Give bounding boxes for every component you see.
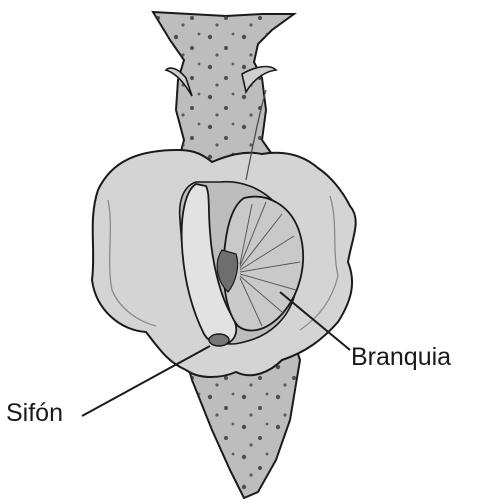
siphon-label: Sifón xyxy=(6,401,63,426)
siphon-opening xyxy=(209,334,229,346)
gill-label: Branquia xyxy=(351,345,451,370)
siphon-leader-line xyxy=(82,346,210,416)
